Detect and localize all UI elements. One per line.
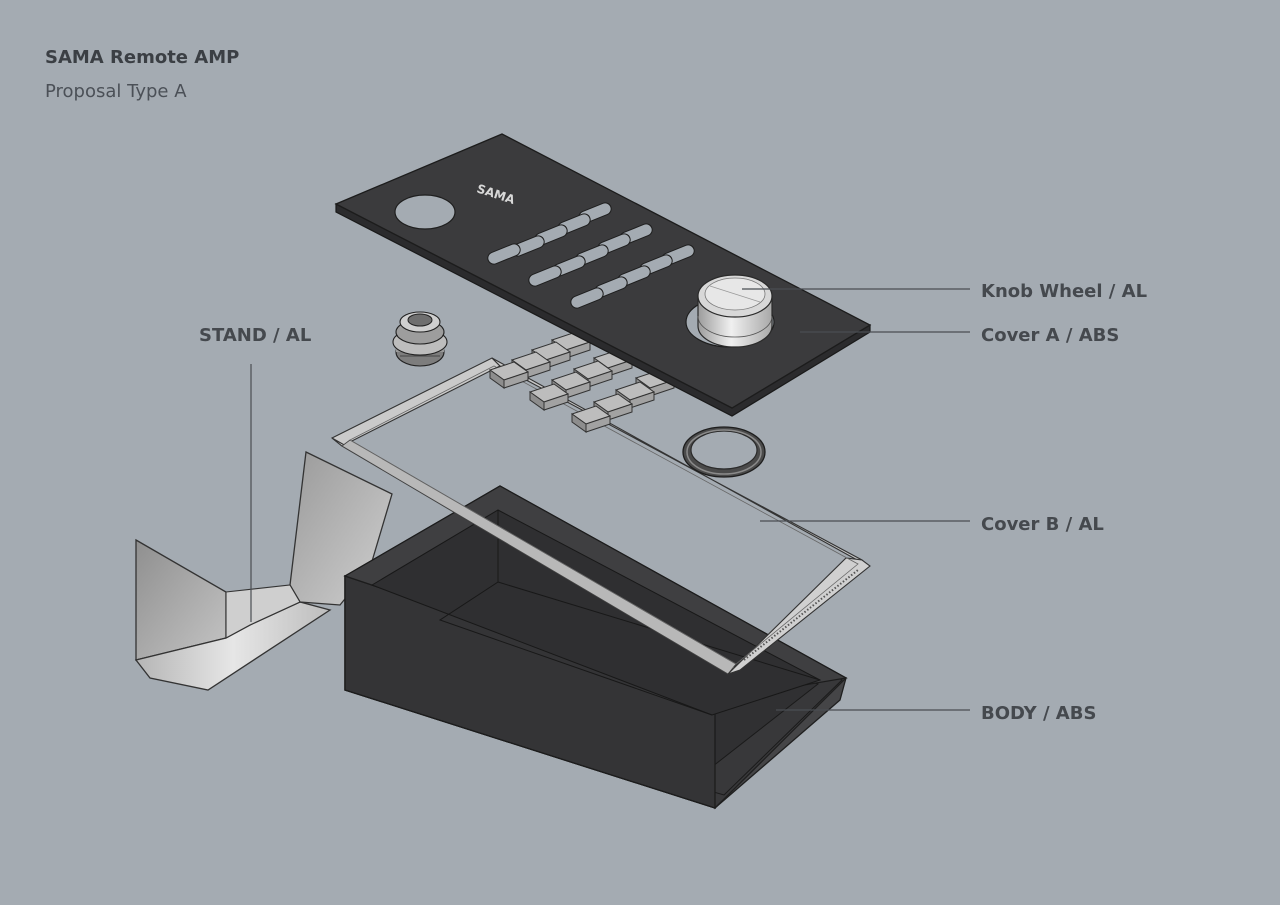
cover-b-part bbox=[330, 357, 871, 675]
label-stand: STAND / AL bbox=[199, 325, 312, 346]
keycaps-part bbox=[488, 331, 676, 433]
label-knob-wheel: Knob Wheel / AL bbox=[981, 281, 1148, 302]
body-part bbox=[343, 485, 848, 810]
diagram-title: SAMA Remote AMP bbox=[45, 47, 240, 68]
diagram-subtitle: Proposal Type A bbox=[45, 81, 187, 102]
knob-wheel-part bbox=[697, 274, 773, 348]
label-cover-b: Cover B / AL bbox=[981, 514, 1104, 535]
stand-part bbox=[134, 451, 393, 691]
ring-part bbox=[682, 426, 766, 478]
leader-lines bbox=[250, 288, 970, 711]
connector-part bbox=[392, 311, 448, 367]
label-cover-a: Cover A / ABS bbox=[981, 325, 1120, 346]
label-body: BODY / ABS bbox=[981, 703, 1097, 724]
